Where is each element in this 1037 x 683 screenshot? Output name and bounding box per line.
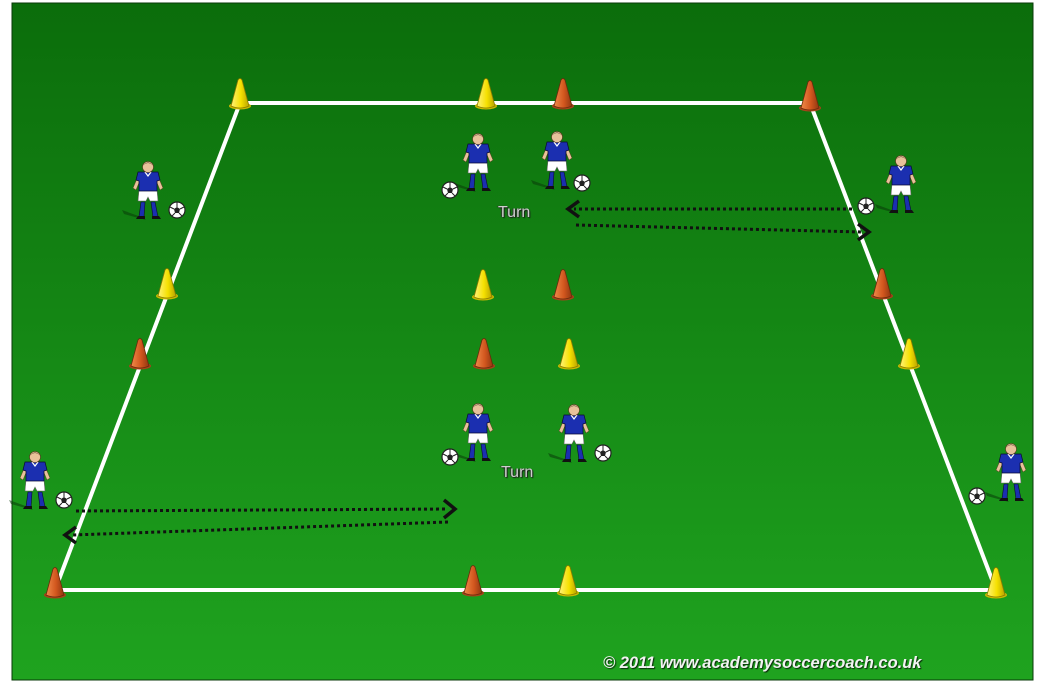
soccer-ball-icon (595, 445, 611, 461)
soccer-ball-icon (858, 198, 874, 214)
soccer-ball-icon (56, 492, 72, 508)
soccer-ball-icon (442, 449, 458, 465)
turn-label-upper: Turn (498, 204, 530, 222)
soccer-ball-icon (969, 488, 985, 504)
soccer-ball-icon (169, 202, 185, 218)
turn-label-lower: Turn (501, 464, 533, 482)
soccer-ball-icon (574, 175, 590, 191)
soccer-ball-icon (442, 182, 458, 198)
copyright-notice: © 2011 www.academysoccercoach.co.uk (603, 654, 922, 673)
